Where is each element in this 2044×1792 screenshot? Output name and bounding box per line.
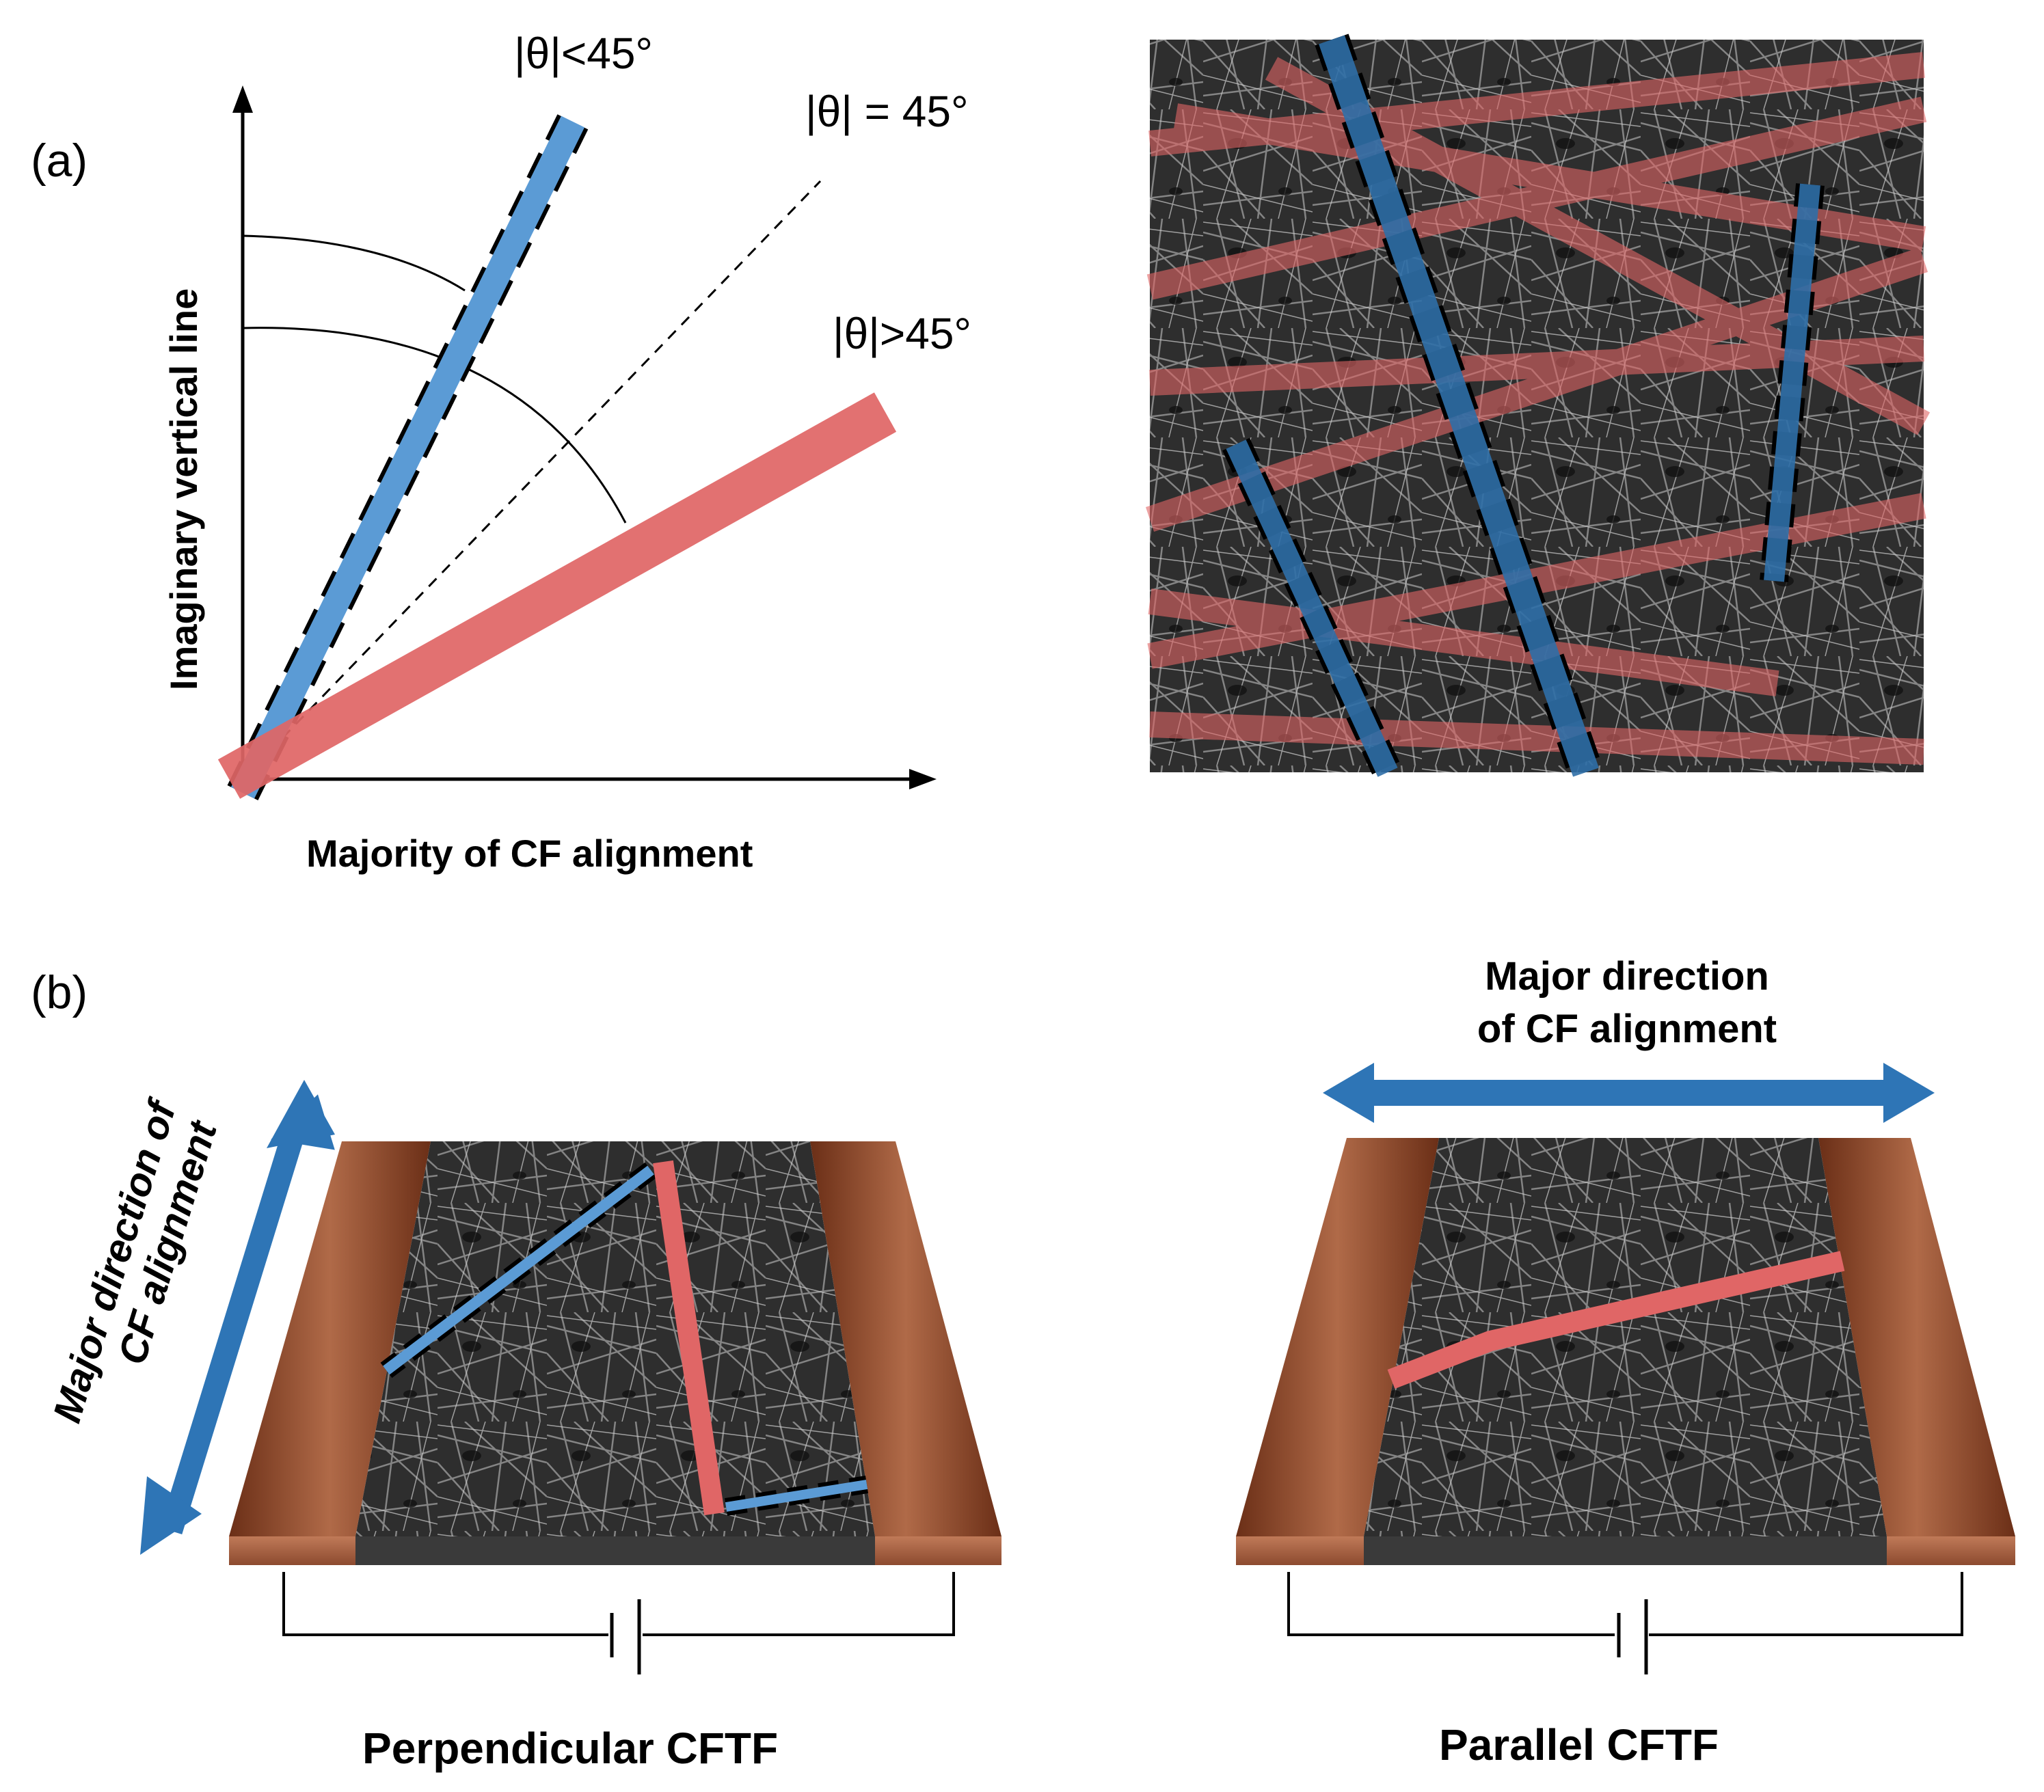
left-film-front-edge <box>355 1536 875 1565</box>
reference-45-line <box>241 180 822 780</box>
sem-image-panel <box>1145 33 1931 779</box>
right-caption: Parallel CFTF <box>1439 1720 1719 1769</box>
sem-blue-fiber-overlays <box>1222 33 1825 779</box>
blue-fiber-bar <box>230 116 585 799</box>
right-film-front-edge <box>1364 1536 1887 1565</box>
right-electrode-right <box>1818 1138 2015 1536</box>
panel-a-label: (a) <box>31 135 88 187</box>
right-fiber-film <box>1364 1138 1887 1536</box>
parallel-device: Major direction of CF alignment Parallel… <box>1236 954 2015 1769</box>
panel-a-angle-diagram: (a) |θ|<45° |θ| = 45° |θ|>45° Imaginary … <box>31 29 971 875</box>
left-red-fiber <box>653 1160 725 1516</box>
left-electrode-right <box>810 1141 1001 1536</box>
y-axis-label: Imaginary vertical line <box>162 288 205 690</box>
left-blue-fiber-1-fill <box>383 1165 654 1375</box>
theta-equal-label: |θ| = 45° <box>805 87 969 136</box>
theta-greater-than-label: |θ|>45° <box>833 309 971 358</box>
right-circuit-wire <box>1287 1572 1615 1636</box>
left-blue-fiber-2-fill <box>725 1480 868 1512</box>
left-circuit-wire-right <box>643 1572 955 1636</box>
panel-b-label: (b) <box>31 966 88 1018</box>
right-red-fiber <box>1387 1251 1845 1389</box>
left-electrode-left <box>229 1141 431 1536</box>
angle-arc-large <box>242 327 627 524</box>
right-direction-label-line1: Major direction <box>1485 954 1769 999</box>
left-direction-arrow <box>140 1080 335 1555</box>
right-direction-label-line2: of CF alignment <box>1477 1007 1777 1051</box>
perpendicular-device: Major direction of CF alignment Perpendi… <box>44 1080 1001 1773</box>
left-circuit-wire <box>282 1572 608 1636</box>
right-direction-arrow <box>1323 1063 1935 1123</box>
left-fiber-film <box>355 1141 875 1536</box>
red-fiber-bar <box>217 392 897 799</box>
angle-arc-small <box>242 234 466 292</box>
theta-less-than-label: |θ|<45° <box>514 29 653 78</box>
x-axis-label: Majority of CF alignment <box>306 832 753 875</box>
right-electrode-left <box>1236 1138 1439 1536</box>
left-caption: Perpendicular CFTF <box>362 1724 778 1773</box>
right-circuit-wire-right <box>1649 1572 1963 1636</box>
